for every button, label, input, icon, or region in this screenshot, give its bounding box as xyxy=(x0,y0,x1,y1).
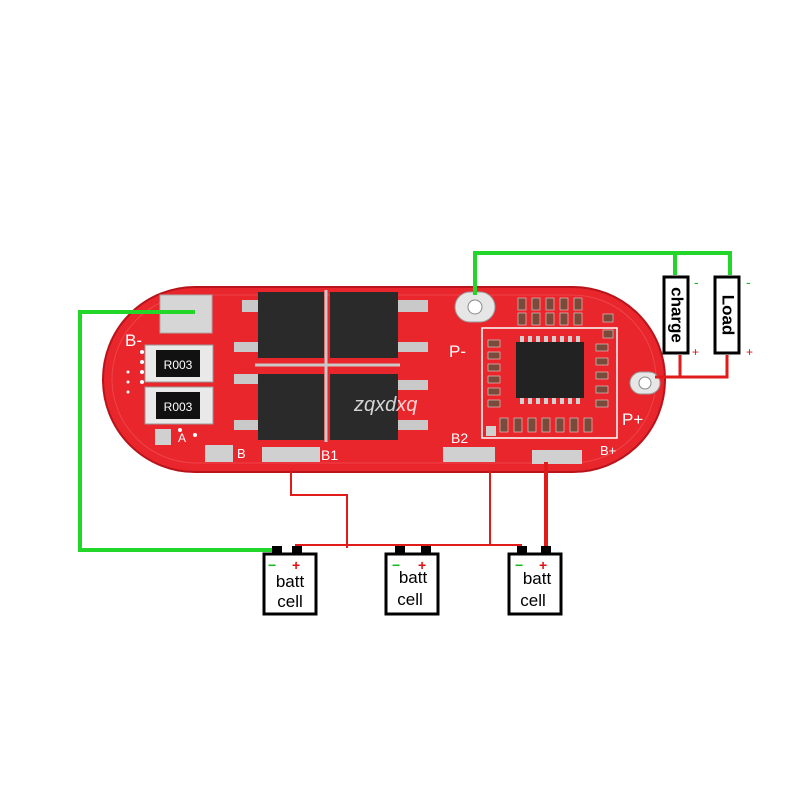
pad-a xyxy=(155,429,171,445)
mounting-hole-top-center xyxy=(467,299,483,315)
pad-b1 xyxy=(262,447,320,462)
pad-b2 xyxy=(443,447,495,462)
cell-3-label-1: batt xyxy=(523,569,552,588)
smd-components xyxy=(487,297,614,433)
cell-3-neg-tab xyxy=(517,546,527,554)
cell-2-label-1: batt xyxy=(399,568,428,587)
cell-2-label-2: cell xyxy=(397,590,423,609)
ic-silkscreen-frame xyxy=(481,327,618,439)
label-b: B xyxy=(237,446,246,461)
label-b-plus: B+ xyxy=(600,443,616,458)
resistor-2-label: R003 xyxy=(164,400,193,414)
label-a: A xyxy=(178,431,186,445)
label-b1: B1 xyxy=(321,447,338,463)
ic-pins xyxy=(520,336,580,404)
charge-minus: - xyxy=(694,274,699,290)
cell-1-body xyxy=(262,552,318,616)
cell-1-pos-tab xyxy=(292,546,302,554)
wire-cell-link-1 xyxy=(295,544,490,548)
cell-3-plus: + xyxy=(539,557,547,573)
shunt-resistor-2: R003 xyxy=(144,386,214,425)
cell-1-label-1: batt xyxy=(276,572,305,591)
resistor-1-label: R003 xyxy=(164,358,193,372)
charge-plus: + xyxy=(692,345,699,359)
battery-cell-2: − + batt cell xyxy=(384,546,440,616)
pad-b xyxy=(205,445,233,462)
cell-1-minus: − xyxy=(268,557,276,573)
cell-1-label-2: cell xyxy=(277,592,303,611)
shunt-resistor-1: R003 xyxy=(144,344,214,383)
mosfet-3 xyxy=(234,374,324,440)
charge-box xyxy=(662,275,690,355)
label-p-minus: P- xyxy=(449,342,466,361)
load-box xyxy=(713,275,741,355)
cell-1-plus: + xyxy=(292,557,300,573)
label-p-plus: P+ xyxy=(622,410,643,429)
battery-cell-1: − + batt cell xyxy=(262,546,318,616)
cell-2-plus: + xyxy=(418,557,426,573)
charge-terminal: charge - + xyxy=(662,274,699,359)
wire-b1 xyxy=(290,470,348,548)
cell-3-body xyxy=(507,552,563,616)
load-plus: + xyxy=(746,345,753,359)
mounting-hole-right-center xyxy=(638,376,652,390)
wire-p-minus xyxy=(473,251,732,295)
wire-b-minus xyxy=(78,310,276,552)
wire-p-plus xyxy=(678,355,729,379)
load-label: Load xyxy=(719,295,738,336)
cell-2-neg-tab xyxy=(395,546,405,554)
pad-b-plus xyxy=(532,450,582,464)
cell-2-body xyxy=(384,552,440,616)
test-pad xyxy=(486,426,496,436)
battery-cell-3: − + batt cell xyxy=(507,546,563,616)
label-b2: B2 xyxy=(451,430,468,446)
cell-2-pos-tab xyxy=(421,546,431,554)
load-minus: - xyxy=(746,274,751,290)
cell-3-pos-tab xyxy=(541,546,551,554)
watermark: zqxdxq xyxy=(353,394,417,416)
protection-ic xyxy=(516,342,584,398)
mosfet-4 xyxy=(330,374,428,440)
cell-2-minus: − xyxy=(392,557,400,573)
cell-1-neg-tab xyxy=(272,546,282,554)
mosfet-2 xyxy=(330,292,428,358)
cell-3-label-2: cell xyxy=(520,591,546,610)
cell-3-minus: − xyxy=(515,557,523,573)
vias xyxy=(126,350,197,437)
load-terminal: Load - + xyxy=(713,274,753,359)
charge-label: charge xyxy=(668,287,687,343)
mosfet-1 xyxy=(234,292,324,358)
label-b-minus: B- xyxy=(125,331,142,350)
pcb-board: R003 R003 xyxy=(102,286,666,473)
